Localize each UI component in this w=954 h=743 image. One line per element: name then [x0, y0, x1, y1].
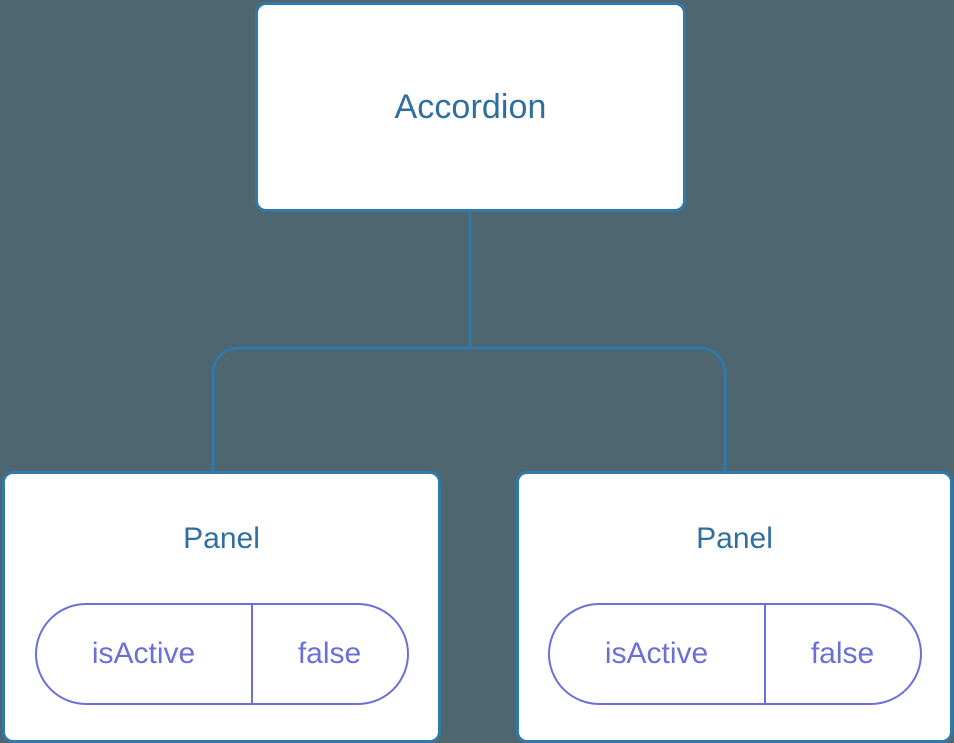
node-panel-right[interactable]: Panel isActive false [516, 471, 953, 743]
node-accordion-label: Accordion [394, 88, 547, 126]
state-pill-left-key: isActive [37, 605, 253, 703]
node-accordion[interactable]: Accordion [255, 2, 686, 212]
node-panel-right-label: Panel [696, 522, 773, 555]
state-pill-right-key: isActive [550, 605, 766, 703]
state-pill-right[interactable]: isActive false [547, 603, 922, 705]
node-panel-left[interactable]: Panel isActive false [2, 471, 441, 743]
state-pill-left-value: false [297, 637, 362, 670]
node-panel-left-label: Panel [183, 522, 260, 555]
state-pill-right-value: false [810, 637, 875, 670]
state-pill-left[interactable]: isActive false [34, 603, 409, 705]
edge-bus-to-panel-right [470, 346, 727, 474]
edge-bus-to-panel-left [211, 346, 470, 474]
